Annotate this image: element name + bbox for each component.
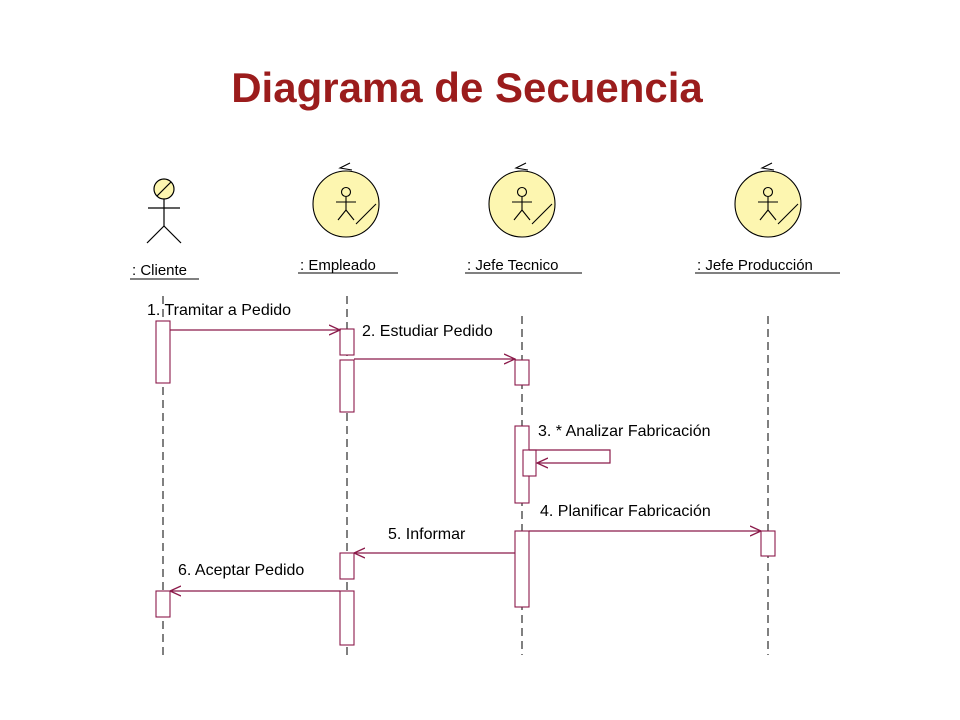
actor-icon [146,178,182,244]
message-label: 1. Tramitar a Pedido [147,302,291,319]
message-label: 3. * Analizar Fabricación [538,423,711,440]
participant-cliente: : Cliente [130,178,199,280]
activation-bar [339,552,355,580]
participant-jefe-produccion: : Jefe Producción [695,162,840,274]
worker-icon [312,162,380,238]
message-label: 2. Estudiar Pedido [362,323,493,340]
participant-label: : Cliente [132,262,187,279]
activation-bar [155,320,171,384]
activation-bar [155,590,171,618]
worker-icon [734,162,802,238]
activation-bar [339,359,355,413]
participant-label: : Jefe Tecnico [467,257,558,274]
message-label: 6. Aceptar Pedido [178,562,304,579]
activation-bar [514,359,530,386]
participant-empleado: : Empleado [298,162,398,274]
participant-label: : Jefe Producción [697,257,813,274]
self-message-arrow [529,449,611,463]
message-label: 4. Planificar Fabricación [540,503,711,520]
activation-bar [339,328,355,356]
activation-bar [339,590,355,646]
page-title: Diagrama de Secuencia [231,64,703,111]
participant-label: : Empleado [300,257,376,274]
participant-jefe-tecnico: : Jefe Tecnico [465,162,582,274]
activation-bar [760,530,776,557]
activation-bar [522,449,537,477]
worker-icon [488,162,556,238]
message-label: 5. Informar [388,526,466,543]
activation-bar [514,530,530,608]
